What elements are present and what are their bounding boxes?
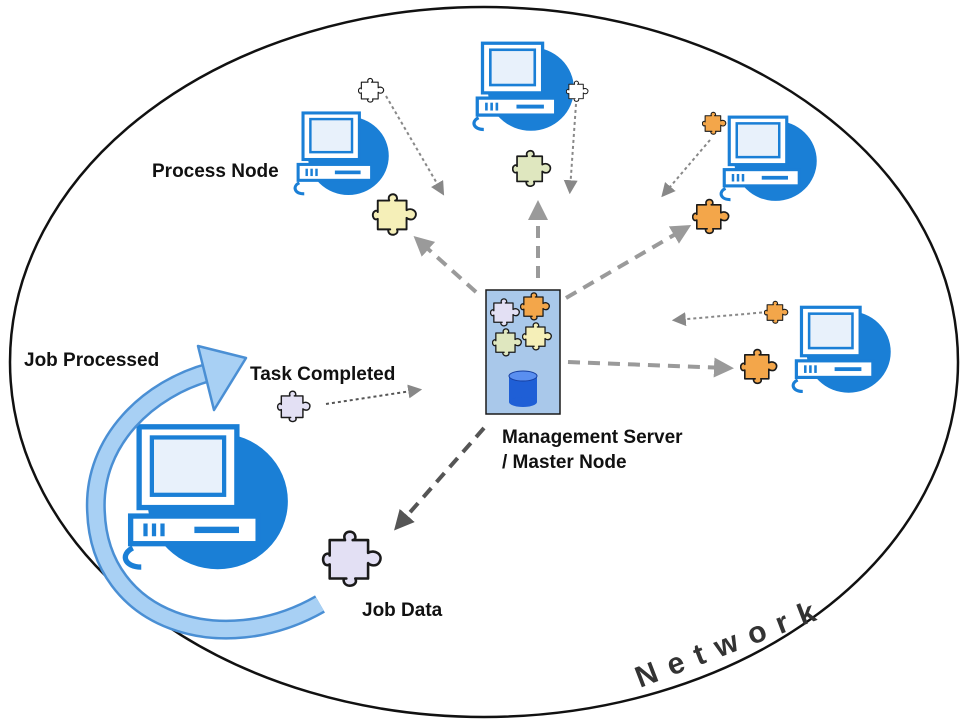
database-icon <box>508 370 538 407</box>
dotted-arrow-icon <box>563 103 578 195</box>
management-server-label: Management Server <box>502 427 683 448</box>
master-node-label: / Master Node <box>502 452 627 473</box>
puzzle-piece-icon <box>371 193 418 236</box>
dotted-arrow-icon <box>325 384 423 405</box>
puzzle-piece-icon <box>512 149 552 188</box>
dashed-arrow-icon <box>564 224 692 300</box>
puzzle-piece-icon <box>358 77 385 103</box>
puzzle-piece-icon <box>740 348 778 385</box>
puzzle-piece-icon <box>702 111 727 135</box>
job-data-label: Job Data <box>362 600 443 621</box>
puzzle-piece-icon <box>764 300 789 324</box>
dotted-arrow-icon <box>661 139 711 198</box>
computer-icon <box>719 115 818 203</box>
dotted-arrow-icon <box>385 95 445 196</box>
network-boundary <box>8 5 960 719</box>
job-processed-label: Job Processed <box>24 350 159 371</box>
management-server <box>485 289 561 415</box>
computer-icon <box>791 305 892 395</box>
puzzle-piece-icon <box>276 390 312 423</box>
computer-icon <box>293 111 390 197</box>
network-label: Network <box>631 591 832 694</box>
process-node-label: Process Node <box>152 161 279 182</box>
task-completed-label: Task Completed <box>250 364 395 385</box>
puzzle-piece-icon <box>566 80 589 102</box>
dashed-arrow-icon <box>394 426 486 531</box>
computer-icon <box>125 427 288 569</box>
dotted-arrow-icon <box>671 311 769 327</box>
puzzle-piece-icon <box>323 532 380 586</box>
dashed-arrow-icon <box>567 357 734 378</box>
cycle-arrow-icon <box>85 344 325 640</box>
dashed-arrow-icon <box>413 235 478 294</box>
computer-icon <box>472 41 576 133</box>
puzzle-piece-icon <box>692 198 730 235</box>
